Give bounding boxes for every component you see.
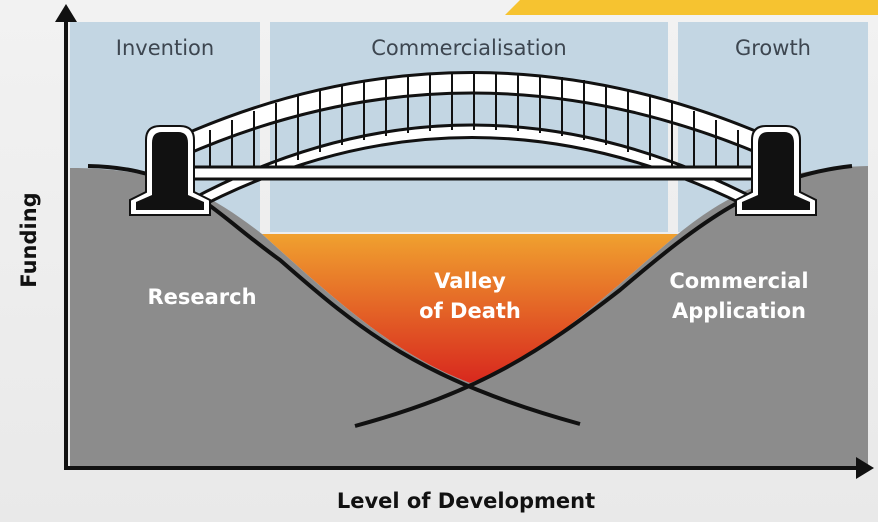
stage-invention-label: Invention bbox=[116, 36, 214, 60]
y-axis-label: Funding bbox=[17, 192, 41, 287]
bridge-deck bbox=[174, 165, 774, 181]
axes bbox=[55, 4, 874, 479]
stage-commercialisation-label: Commercialisation bbox=[371, 36, 566, 60]
corner-badge bbox=[505, 0, 878, 15]
left-pylon bbox=[129, 125, 211, 216]
commercial-label-line1: Commercial bbox=[669, 269, 808, 293]
bridge-icon bbox=[129, 71, 817, 216]
valley-label-line1: Valley bbox=[434, 269, 506, 293]
commercial-label-line2: Application bbox=[672, 299, 806, 323]
research-label: Research bbox=[147, 285, 256, 309]
ground-area bbox=[70, 166, 868, 468]
x-axis-arrow-icon bbox=[856, 457, 874, 479]
bridge-hangers bbox=[209, 72, 739, 173]
valley-label-line2: of Death bbox=[419, 299, 521, 323]
valley-of-death-area bbox=[262, 234, 678, 383]
y-axis-arrow-icon bbox=[55, 4, 77, 22]
right-pylon bbox=[735, 125, 817, 216]
x-axis-label: Level of Development bbox=[337, 489, 595, 513]
stage-growth-label: Growth bbox=[735, 36, 811, 60]
